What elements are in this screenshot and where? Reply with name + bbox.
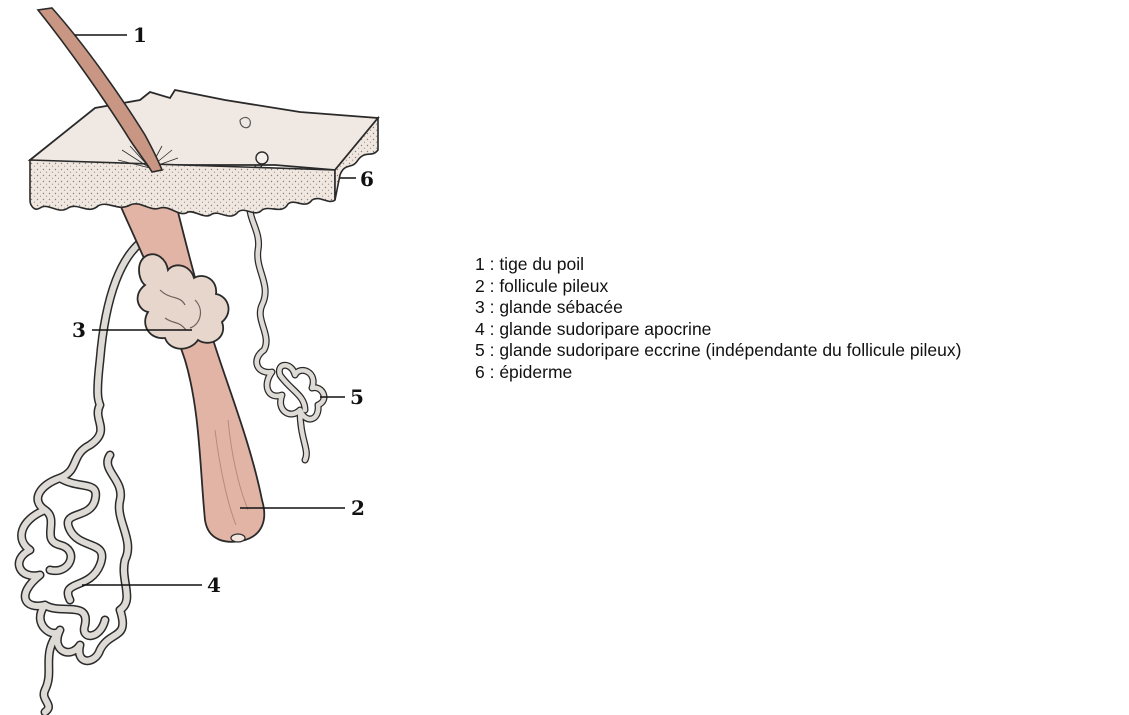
hair-follicle xyxy=(118,200,264,542)
legend: 1 : tige du poil 2 : follicule pileux 3 … xyxy=(475,254,961,383)
legend-item-1: 1 : tige du poil xyxy=(475,254,961,276)
legend-item-4: 4 : glande sudoripare apocrine xyxy=(475,319,961,341)
legend-item-6: 6 : épiderme xyxy=(475,362,961,384)
callout-2: 2 xyxy=(351,496,365,520)
callout-4: 4 xyxy=(207,573,221,597)
legend-item-5: 5 : glande sudoripare eccrine (indépenda… xyxy=(475,340,961,362)
sebaceous-gland xyxy=(138,254,229,349)
callout-1: 1 xyxy=(133,23,147,47)
callout-5: 5 xyxy=(350,385,364,409)
legend-item-2: 2 : follicule pileux xyxy=(475,276,961,298)
legend-item-3: 3 : glande sébacée xyxy=(475,297,961,319)
apocrine-sweat-gland xyxy=(19,235,152,712)
epidermis xyxy=(30,90,378,216)
callout-3: 3 xyxy=(72,318,86,342)
callout-6: 6 xyxy=(360,167,374,191)
